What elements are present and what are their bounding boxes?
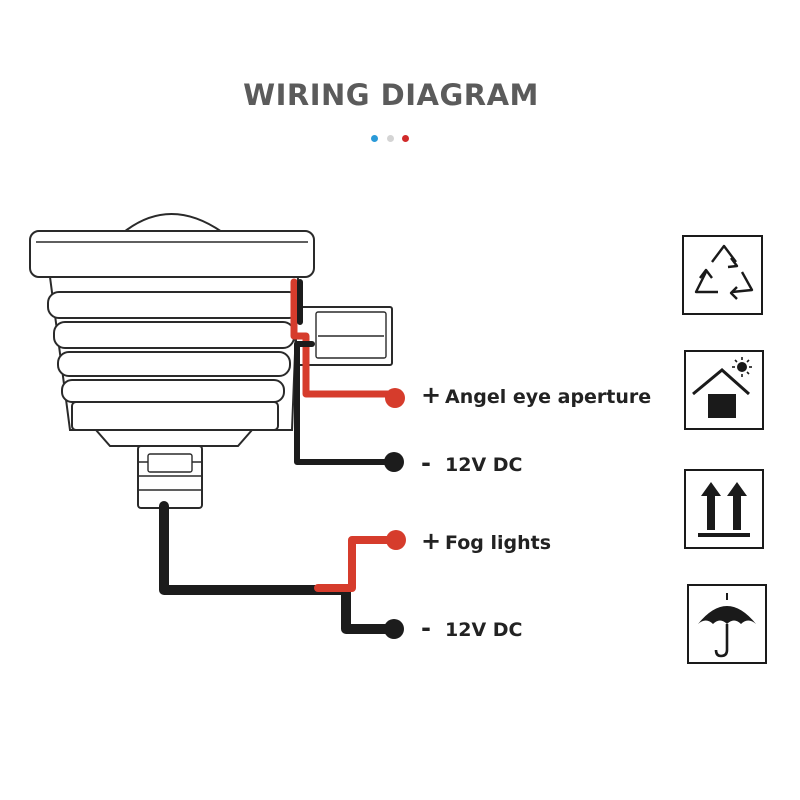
wire-label-fog-ground: -12V DC — [421, 614, 523, 642]
fin — [53, 321, 295, 349]
wire-label-angel-eye: +Angel eye aperture — [421, 381, 652, 409]
terminal-angel-eye-positive — [385, 388, 405, 408]
accent-dot-red — [402, 135, 409, 142]
wire-fog-negative — [159, 501, 397, 634]
fin — [57, 351, 291, 377]
accent-dot-blue — [371, 135, 378, 142]
accent-dot-grey — [387, 135, 394, 142]
terminal-fog-positive — [386, 530, 406, 550]
wire-angel-eye-negative — [294, 279, 395, 465]
terminal-angel-eye-negative — [384, 452, 404, 472]
terminal-fog-negative — [384, 619, 404, 639]
wire-fog-positive — [314, 536, 398, 592]
fin — [61, 379, 285, 403]
base-cap — [93, 429, 255, 447]
accent-dots — [371, 135, 411, 143]
lamp-housing — [29, 213, 393, 509]
wire-label-fog: +Fog lights — [421, 527, 552, 555]
page-title: WIRING DIAGRAM — [243, 78, 539, 112]
lens-dome — [121, 213, 226, 233]
fin — [47, 291, 301, 319]
lower-collar — [71, 401, 279, 431]
wire-label-angel-eye-ground: -12V DC — [421, 449, 523, 477]
front-ring — [29, 230, 315, 278]
